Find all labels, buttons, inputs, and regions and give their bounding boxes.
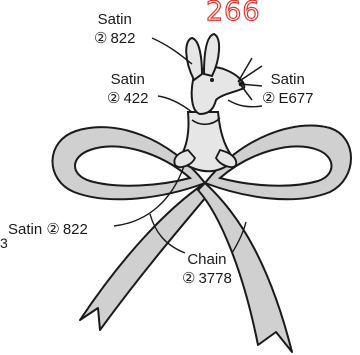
label-ribbon-stitch: Chain: [182, 250, 232, 269]
label-head-stitch: Satin: [107, 70, 148, 89]
bunny-whiskers: [238, 58, 262, 100]
bunny-eye: [210, 78, 214, 82]
label-bow-knot-thread: 822: [63, 221, 88, 238]
label-nose-thread: E677: [278, 90, 313, 107]
label-nose-stitch: Satin: [262, 70, 314, 89]
label-ears-stitch: Satin: [94, 10, 135, 29]
strand-count-icon: ②: [262, 89, 275, 108]
strand-count-icon: ②: [107, 89, 120, 108]
edge-fragment: 3: [0, 235, 8, 251]
strand-count-icon: ②: [94, 29, 107, 48]
strand-count-icon: ②: [46, 220, 59, 239]
strand-count-icon: ②: [182, 269, 195, 288]
leader-nose: [228, 100, 262, 107]
label-head-thread: 422: [123, 90, 148, 107]
label-ears-thread: 822: [110, 30, 135, 47]
page-number: 266: [206, 0, 261, 27]
label-bow-knot-stitch: Satin: [8, 221, 42, 238]
label-ribbon-thread: 3778: [198, 270, 231, 287]
bunny-ear-left: [186, 38, 202, 80]
leader-head: [158, 96, 192, 112]
